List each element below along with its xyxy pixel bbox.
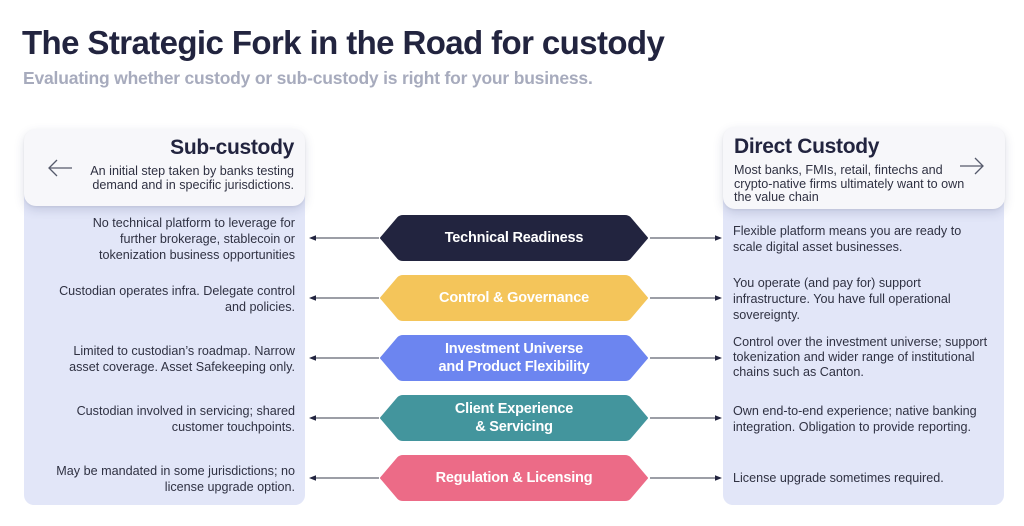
hexagon-shape <box>380 395 648 441</box>
sub-custody-title: Sub-custody <box>170 136 294 159</box>
criterion-label: Control & Governance <box>439 290 589 306</box>
direct-custody-point: License upgrade sometimes required. <box>733 471 944 485</box>
sub-custody-header-card: Sub-custody An initial step taken by ban… <box>24 129 305 206</box>
direct-custody-description: Most banks, FMIs, retail, fintechs and c… <box>734 163 965 204</box>
direct-custody-point: Own end-to-end experience; native bankin… <box>733 404 977 434</box>
arrow-left-connector <box>309 475 379 481</box>
sub-custody-point: Limited to custodian’s roadmap. Narrow a… <box>69 344 295 374</box>
criterion-label: Regulation & Licensing <box>435 470 593 486</box>
arrow-left-connector <box>309 295 379 301</box>
direct-custody-point: Control over the investment universe; su… <box>733 335 988 379</box>
direct-custody-panel <box>723 150 1004 505</box>
sub-custody-panel <box>24 150 305 505</box>
arrow-left-icon <box>48 159 72 177</box>
arrow-left-connector <box>309 355 379 361</box>
direct-custody-header-card: Direct Custody Most banks, FMIs, retail,… <box>723 127 1005 209</box>
hexagon-shape <box>380 215 648 261</box>
hexagon-shape <box>380 455 648 501</box>
criterion-label: Technical Readiness <box>444 230 584 246</box>
criterion-hexagon: Client Experience & Servicing <box>380 395 648 441</box>
criterion-hexagon: Control & Governance <box>380 275 648 321</box>
sub-custody-point: Custodian involved in servicing; shared … <box>76 404 295 434</box>
arrow-right-connector <box>650 235 722 241</box>
page-title: The Strategic Fork in the Road for custo… <box>22 24 665 61</box>
page-subtitle: Evaluating whether custody or sub-custod… <box>23 68 593 88</box>
sub-custody-description: An initial step taken by banks testing d… <box>90 164 294 192</box>
direct-custody-title: Direct Custody <box>734 135 880 158</box>
arrow-left-connector <box>309 415 379 421</box>
criterion-label: Client Experience & Servicing <box>454 401 574 435</box>
sub-custody-point: No technical platform to leverage for fu… <box>92 216 295 262</box>
arrow-right-icon <box>960 157 984 175</box>
sub-custody-point: May be mandated in some jurisdictions; n… <box>56 464 295 494</box>
criterion-hexagon: Investment Universe and Product Flexibil… <box>380 335 648 381</box>
hexagon-shape <box>380 335 648 381</box>
arrow-right-connector <box>650 295 722 301</box>
arrow-right-connector <box>650 415 722 421</box>
direct-custody-point: Flexible platform means you are ready to… <box>733 224 962 254</box>
hexagon-shape <box>380 275 648 321</box>
criterion-label: Investment Universe and Product Flexibil… <box>438 341 590 375</box>
arrow-right-connector <box>650 355 722 361</box>
criterion-hexagon: Regulation & Licensing <box>380 455 648 501</box>
direct-custody-point: You operate (and pay for) support infras… <box>733 276 951 322</box>
criterion-hexagon: Technical Readiness <box>380 215 648 261</box>
arrow-right-connector <box>650 475 722 481</box>
sub-custody-point: Custodian operates infra. Delegate contr… <box>59 284 295 314</box>
arrow-left-connector <box>309 235 379 241</box>
